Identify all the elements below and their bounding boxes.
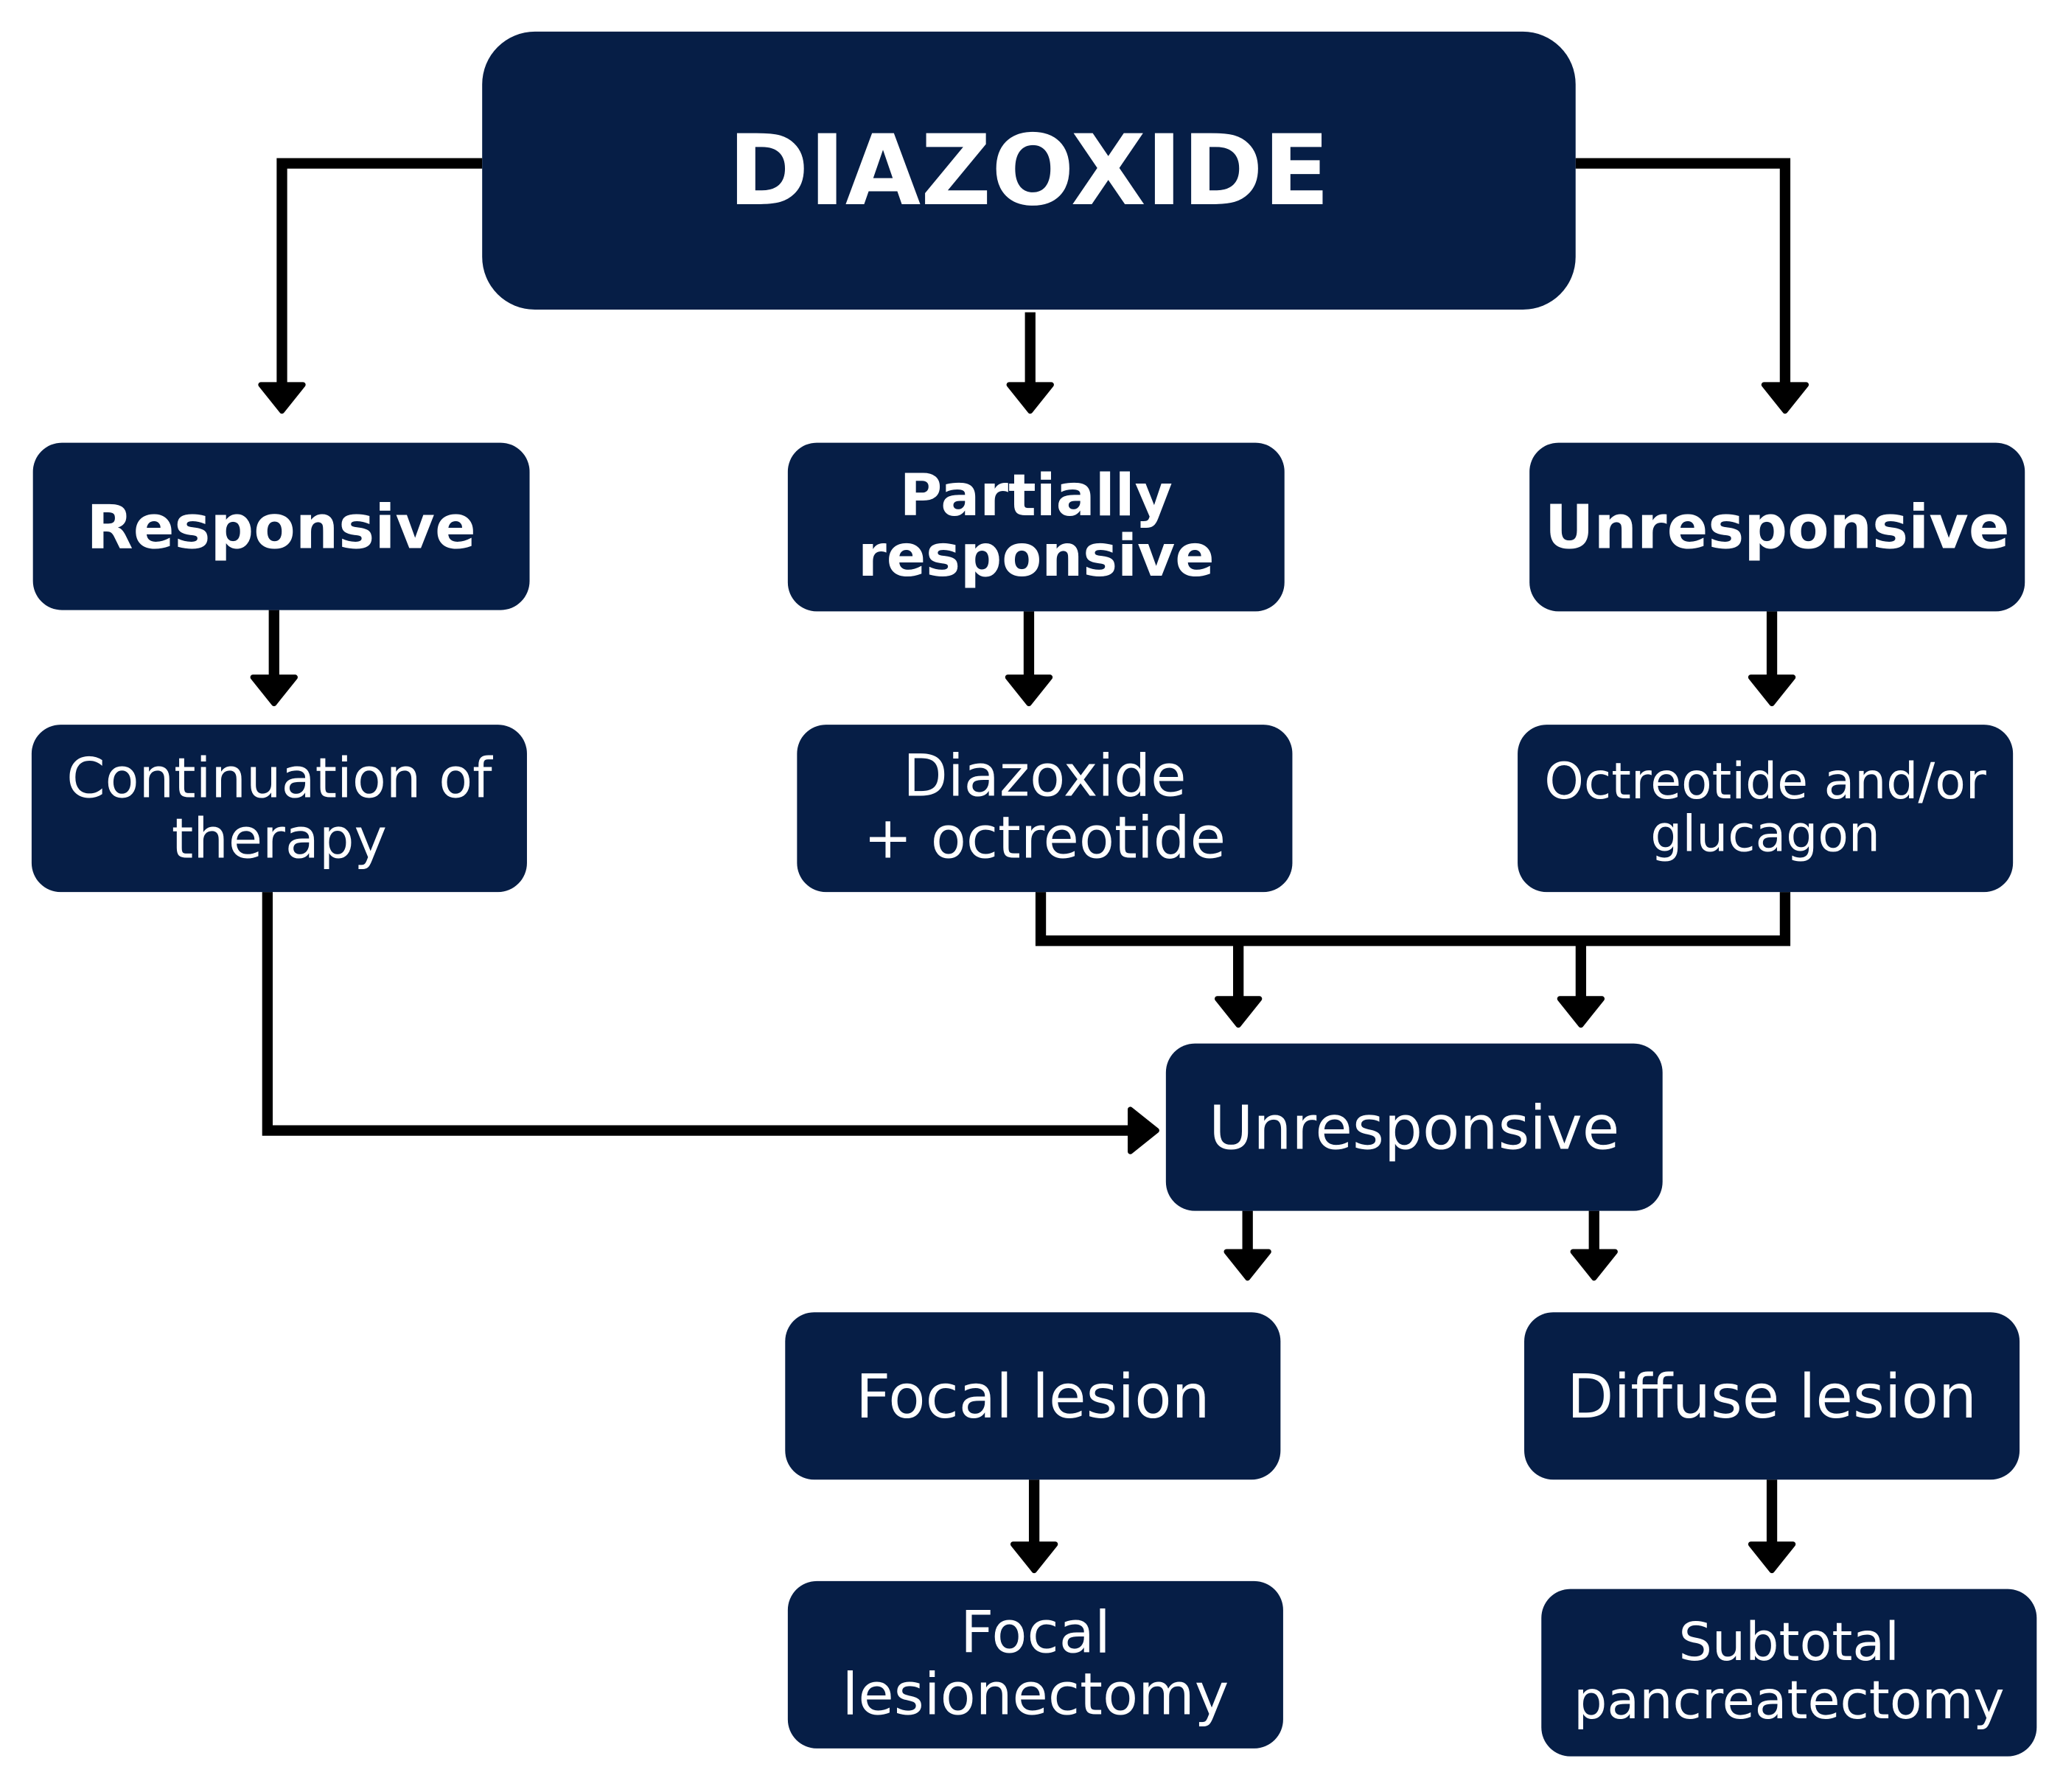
octreotide-glucagon-node: Octreotide and/or glucagon [1518, 725, 2014, 893]
connector-continuation-to-unresponsive [262, 892, 1131, 1136]
subtotal-pancreatectomy-node: Subtotal pancreatectomy [1541, 1589, 2037, 1757]
connector-root-to-unresponsive [1575, 158, 1791, 385]
arrowhead-partial [1006, 382, 1054, 414]
focal-lesionectomy-label: Focal lesionectomy [842, 1600, 1229, 1729]
arrowhead-continuation-to-unresponsive [1128, 1106, 1159, 1154]
arrowhead-unresponsive [1761, 382, 1809, 414]
continuation-of-therapy-label: Continuation of therapy [66, 745, 492, 871]
arrowhead-continuation [250, 674, 298, 707]
focal-lesion-label: Focal lesion [855, 1360, 1210, 1432]
unresponsive-top-node: Unresponsive [1529, 442, 2025, 612]
focal-lesion-node: Focal lesion [785, 1312, 1281, 1480]
diffuse-lesion-label: Diffuse lesion [1567, 1360, 1978, 1432]
arrowhead-responsive [258, 382, 306, 414]
continuation-of-therapy-node: Continuation of therapy [31, 725, 527, 893]
arrowhead-combination [1005, 674, 1053, 707]
responsive-node: Responsive [32, 442, 530, 610]
diazoxide-octreotide-node: Diazoxide + octreotide [797, 725, 1293, 893]
arrowhead-merge-right [1557, 996, 1605, 1028]
unresponsive-mid-node: Unresponsive [1165, 1043, 1663, 1211]
arrowhead-merge-left [1214, 996, 1263, 1028]
arrowhead-pancreatectomy [1748, 1541, 1796, 1574]
arrowhead-lesionectomy [1010, 1541, 1058, 1574]
unresponsive-top-label: Unresponsive [1544, 491, 2010, 563]
diazoxide-octreotide-label: Diazoxide + octreotide [863, 743, 1226, 872]
connector-root-to-responsive [276, 158, 483, 385]
arrowhead-diffuse [1570, 1249, 1618, 1281]
octreotide-glucagon-label: Octreotide and/or glucagon [1544, 751, 1986, 862]
connector-merge-bar [1035, 892, 1791, 946]
focal-lesionectomy-node: Focal lesionectomy [787, 1580, 1283, 1749]
subtotal-pancreatectomy-label: Subtotal pancreatectomy [1574, 1613, 2005, 1731]
partially-responsive-label: Partially responsive [857, 462, 1215, 590]
diazoxide-root-node: DIAZOXIDE [482, 31, 1576, 310]
diffuse-lesion-node: Diffuse lesion [1524, 1312, 2020, 1480]
arrowhead-focal [1224, 1249, 1271, 1281]
responsive-label: Responsive [86, 490, 476, 562]
partially-responsive-node: Partially responsive [787, 442, 1285, 612]
arrowhead-octreotide [1748, 674, 1796, 707]
diazoxide-root-label: DIAZOXIDE [727, 114, 1330, 228]
unresponsive-mid-label: Unresponsive [1209, 1091, 1620, 1163]
